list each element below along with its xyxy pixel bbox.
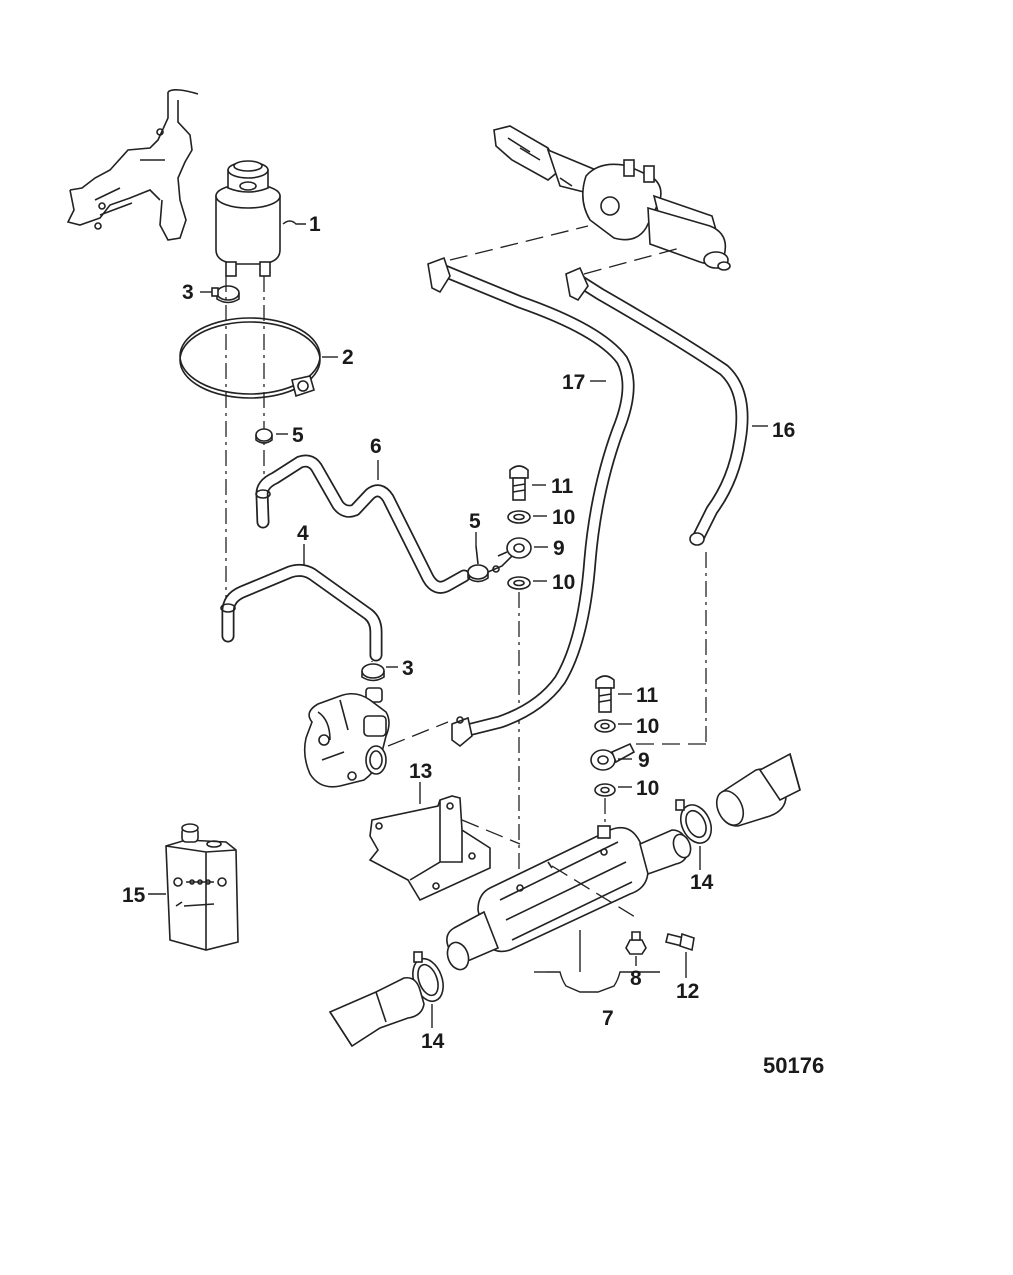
callout-labels: 1 3 2 5 6 11 10 5 9 4 10 3 17 16 11 10 9… [122, 213, 824, 1078]
callout-12: 12 [676, 980, 699, 1003]
callout-3: 3 [182, 281, 194, 304]
small-clamp-icon [255, 428, 273, 444]
callout-7: 7 [602, 1007, 614, 1030]
banjo-bolt-icon [595, 675, 615, 713]
callout-13: 13 [409, 760, 432, 783]
callout-15: 15 [122, 884, 146, 907]
callout-14: 14 [690, 871, 714, 894]
power-steering-pump-icon [303, 687, 390, 788]
figure-number: 50176 [763, 1053, 824, 1078]
reservoir-icon [215, 160, 281, 277]
sealing-washer-icon [594, 783, 616, 797]
callout-11: 11 [636, 684, 659, 707]
callout-14: 14 [421, 1030, 445, 1053]
hose-clamp-icon [675, 799, 713, 844]
return-hose-icon [255, 454, 471, 594]
drain-plug-icon [625, 931, 647, 955]
cooler-bracket-icon [368, 795, 491, 902]
callout-3: 3 [402, 657, 414, 680]
banjo-fitting-icon [590, 742, 636, 771]
callout-5: 5 [469, 510, 481, 533]
sealing-washer-icon [507, 576, 531, 590]
water-tube-icon [328, 976, 425, 1048]
steering-actuator-icon [493, 125, 731, 271]
fluid-container-icon [165, 823, 239, 951]
sealing-washer-icon [507, 510, 531, 524]
banjo-bolt-icon [509, 465, 529, 501]
callout-10: 10 [552, 571, 575, 594]
pressure-hose-icon [427, 256, 635, 748]
supply-hose-icon [220, 563, 383, 662]
screw-icon [665, 932, 695, 952]
callout-11: 11 [551, 475, 574, 498]
fluid-cooler-icon [446, 825, 692, 971]
water-tube-icon [715, 752, 801, 827]
callout-8: 8 [630, 967, 642, 990]
banjo-fitting-icon [497, 537, 532, 559]
sealing-washer-icon [594, 719, 616, 733]
actuator-return-hose-icon [565, 266, 749, 546]
hose-clamp-icon [361, 663, 385, 682]
mounting-strap-icon [179, 317, 321, 399]
callout-10: 10 [636, 777, 659, 800]
small-clamp-icon [467, 545, 489, 583]
callout-1: 1 [309, 213, 321, 236]
hose-clamp-icon [211, 285, 240, 304]
callout-4: 4 [297, 522, 309, 545]
callout-9: 9 [553, 537, 565, 560]
callout-5: 5 [292, 424, 304, 447]
callout-6: 6 [370, 435, 382, 458]
callout-10: 10 [552, 506, 575, 529]
callout-2: 2 [342, 346, 354, 369]
callout-16: 16 [772, 419, 795, 442]
callout-17: 17 [562, 371, 585, 394]
callout-10: 10 [636, 715, 659, 738]
callout-9: 9 [638, 749, 650, 772]
mounting-bracket-icon [66, 89, 199, 241]
